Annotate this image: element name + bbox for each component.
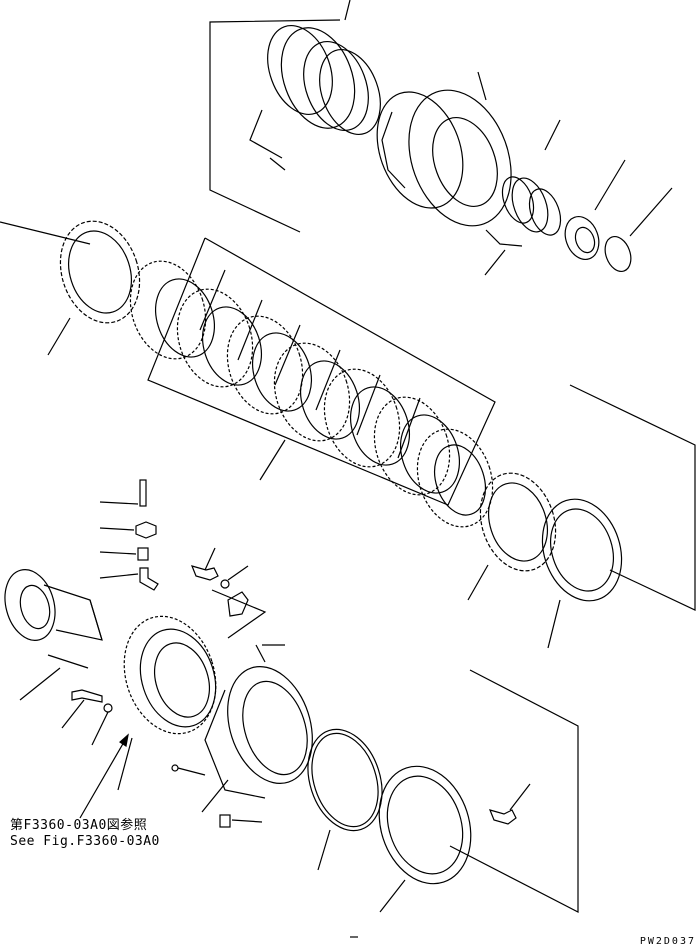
drawing-code: PW2D037 [639,936,696,947]
end-cover [378,669,579,913]
bolt-and-washer [61,689,113,746]
thrust-washer [541,384,696,649]
snap-ring [604,187,673,273]
cover-bolt [488,783,531,825]
seal-ring-pair [249,24,381,171]
piston-carrier [117,615,217,791]
bearing-set [484,119,562,276]
o-ring [307,728,383,871]
small-parts [99,479,267,639]
clutch-pack-bracket [0,221,496,506]
clutch-housing [171,644,313,828]
reference-note-jp: 第F3360-03A0図参照 [10,818,148,833]
end-plate [467,472,557,601]
top-group-bracket [209,0,351,233]
reference-pointer [79,733,129,819]
separator-plate-outer [47,220,141,356]
axle-shaft [4,569,103,701]
nut [564,159,626,260]
friction-discs [129,260,494,528]
reference-note-en: See Fig.F3360-03A0 [10,834,160,849]
wheel-hub [376,71,512,227]
